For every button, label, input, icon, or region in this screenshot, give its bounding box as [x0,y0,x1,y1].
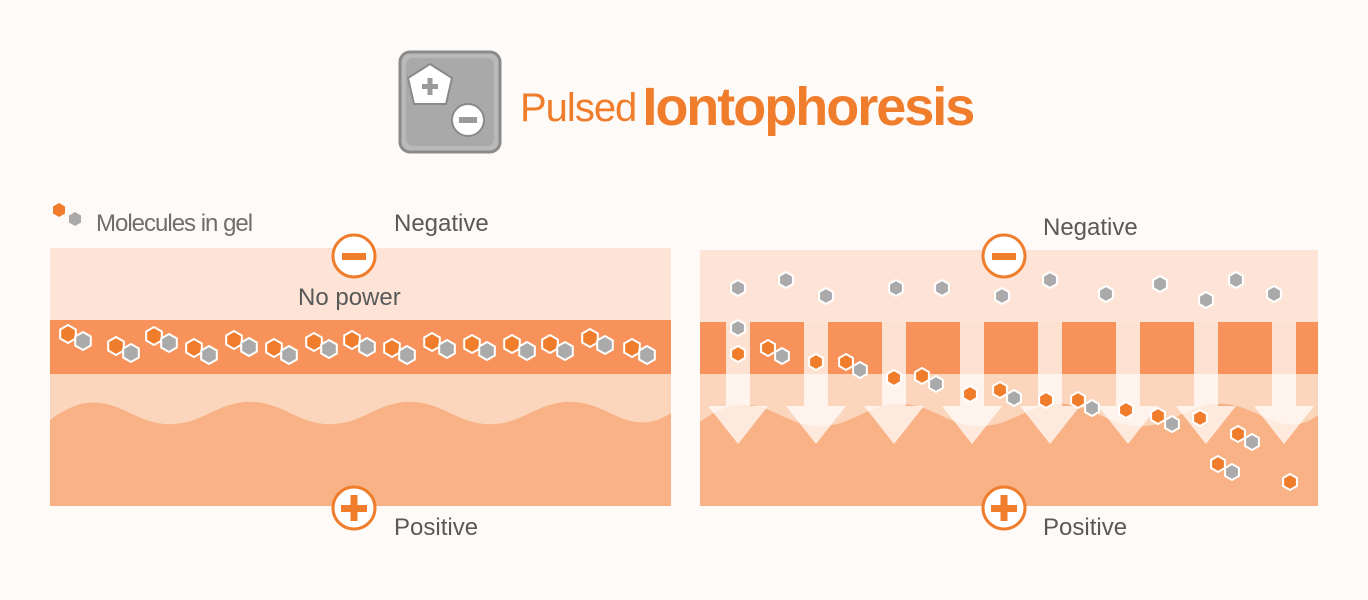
molecule-gray [928,374,944,394]
current-arrow [942,322,1002,444]
skin-surface-layer [700,322,1318,374]
molecule-orange [1038,390,1054,410]
molecule-gray [1228,270,1244,290]
minus-icon [330,232,378,285]
molecule-orange [914,366,930,386]
negative-label-left: Negative [394,210,489,237]
molecule-gray [888,278,904,298]
molecule-gray [200,344,218,366]
molecule-gray [358,336,376,358]
molecule-orange [886,368,902,388]
molecule-orange [838,352,854,372]
molecule-gray [818,286,834,306]
molecule-orange [1192,408,1208,428]
plus-minus-pentagon-icon [398,50,502,159]
molecule-gray [1266,284,1282,304]
molecule-gray [1084,398,1100,418]
molecule-orange [305,331,323,353]
molecule-orange [1070,390,1086,410]
molecule-gray [280,344,298,366]
current-arrow [1098,322,1158,444]
molecule-gray [1198,290,1214,310]
molecule-group [59,323,656,366]
molecule-gray [398,344,416,366]
skin-deep-layer [700,403,1318,506]
molecule-orange [145,325,163,347]
plus-icon [980,484,1028,537]
skin-deep-layer [50,401,671,506]
molecule-orange [581,327,599,349]
molecule-gray [556,340,574,362]
molecule-gray [852,360,868,380]
minus-icon [980,232,1028,285]
current-arrow [708,322,768,444]
molecule-orange [383,337,401,359]
molecule-orange [992,380,1008,400]
title-bold: Iontophoresis [642,77,975,137]
negative-label-right: Negative [1043,214,1138,241]
legend-molecules-icon [48,200,92,241]
title-light: Pulsed [520,86,637,130]
molecule-orange [1282,472,1298,492]
current-arrow [1176,322,1236,444]
molecule-gray [478,340,496,362]
molecule-gray [994,286,1010,306]
skin-panel-no-power [50,248,671,506]
current-arrow [786,322,846,444]
molecule-gray [1098,284,1114,304]
molecule-gray [638,344,656,366]
current-arrow [1020,322,1080,444]
molecule-orange [59,323,77,345]
molecule-orange [225,329,243,351]
molecule-gray [778,270,794,290]
molecule-gray [1006,388,1022,408]
molecule-gray [1042,270,1058,290]
molecule-gray [160,332,178,354]
plus-icon [330,484,378,537]
positive-label-left: Positive [394,514,479,541]
molecule-gray [934,278,950,298]
skin-panel-power-on [700,250,1318,506]
molecule-gray [74,330,92,352]
molecule-gray [596,334,614,356]
molecule-orange [1210,454,1226,474]
legend-label: Molecules in gel [96,210,253,237]
molecule-gray [240,336,258,358]
molecule-orange [1150,406,1166,426]
molecule-orange [503,333,521,355]
molecule-gray [1164,414,1180,434]
molecule-gray [774,346,790,366]
molecule-orange [107,335,125,357]
current-arrow-group [708,322,1314,444]
molecule-gray [518,340,536,362]
molecule-gray [438,338,456,360]
molecule-orange [760,338,776,358]
molecule-orange [730,344,746,364]
molecule-orange [463,333,481,355]
molecule-orange [541,333,559,355]
molecule-orange [962,384,978,404]
molecule-gray [1152,274,1168,294]
molecule-orange [185,337,203,359]
molecule-gray [122,342,140,364]
molecule-gray [730,318,746,338]
current-arrow [1254,322,1314,444]
molecule-orange [265,337,283,359]
molecule-gray [1244,432,1260,452]
molecule-gray [1224,462,1240,482]
molecule-orange [1118,400,1134,420]
molecule-gray [730,278,746,298]
molecule-orange [423,331,441,353]
no-power-label: No power [298,284,401,311]
molecule-orange [623,337,641,359]
molecule-orange [1230,424,1246,444]
molecule-gray [320,338,338,360]
molecule-orange [343,329,361,351]
molecule-orange [808,352,824,372]
molecule-group [730,270,1298,492]
positive-label-right: Positive [1043,514,1128,541]
